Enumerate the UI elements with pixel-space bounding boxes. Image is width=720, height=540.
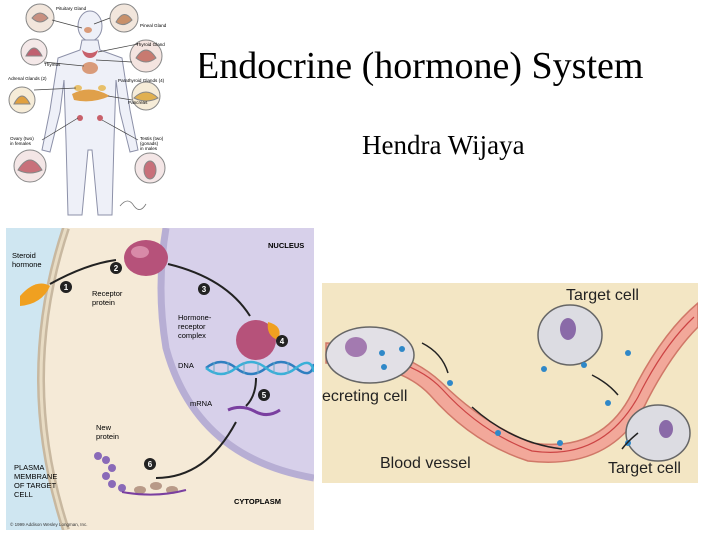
target-cell-top: [537, 304, 603, 366]
steroid-hormone-mechanism-figure: 1 2 3 4 5 6 Steroid hormone NUCLEUS Rece…: [6, 228, 314, 530]
label-pituitary: Pituitary Gland: [56, 6, 87, 11]
receptor-protein-shape: [124, 240, 168, 276]
label-plasma-2: MEMBRANE: [14, 472, 57, 481]
new-protein-chain: [94, 452, 126, 492]
step-5: 5: [262, 391, 267, 400]
label-adrenal: Adrenal Glands (2): [8, 76, 47, 81]
label-testis-sub: (gonads): [140, 141, 159, 146]
endocrine-anatomy-figure: Pituitary Gland Pineal Gland Thyroid Gla…: [0, 0, 200, 225]
step-1: 1: [64, 283, 69, 292]
label-plasma-3: OF TARGET: [14, 481, 57, 490]
label-plasma-4: CELL: [14, 490, 33, 499]
label-target-cell-top: Target cell: [566, 287, 639, 304]
slide-title: Endocrine (hormone) System: [196, 45, 644, 87]
label-mrna: mRNA: [190, 399, 212, 408]
label-ovary: Ovary (two): [10, 136, 34, 141]
label-parathyroid: Parathyroid Glands (4): [118, 78, 165, 83]
label-plasma-1: PLASMA: [14, 463, 44, 472]
target-cell-bottom: [625, 404, 691, 462]
step-3: 3: [202, 285, 207, 294]
step-6: 6: [148, 460, 153, 469]
mrna-strand: [227, 405, 281, 417]
label-target-cell-bottom: Target cell: [608, 460, 681, 477]
label-thymus: Thymus: [44, 62, 61, 67]
label-protein: protein: [92, 298, 115, 307]
label-dna: DNA: [178, 361, 194, 370]
label-complex-1: Hormone-: [178, 313, 212, 322]
label-pineal: Pineal Gland: [140, 23, 167, 28]
step-4: 4: [280, 337, 285, 346]
hormone-receptor-complex-shape: [236, 320, 276, 360]
label-cytoplasm: CYTOPLASM: [234, 497, 281, 506]
blood-vessel: [325, 302, 698, 463]
hormone-transport-figure: Target cell ecreting cell Blood vessel T…: [322, 283, 698, 483]
label-complex-3: complex: [178, 331, 206, 340]
label-new: New: [96, 423, 112, 432]
label-thyroid: Thyroid Gland: [136, 42, 165, 47]
human-body-outline: [41, 10, 139, 216]
label-testis: Testis (two): [140, 136, 164, 141]
inset-drawings: [8, 3, 166, 184]
label-new-protein: protein: [96, 432, 119, 441]
dna-helix: [205, 360, 314, 376]
label-steroid: Steroid: [12, 251, 36, 260]
label-blood-vessel: Blood vessel: [380, 455, 471, 472]
label-receptor: Receptor: [92, 289, 123, 298]
label-pancreas: Pancreas: [128, 100, 148, 105]
slide-subtitle: Hendra Wijaya: [362, 130, 525, 160]
copyright-notice: © 1999 Addison Wesley Longman, Inc.: [10, 521, 88, 527]
label-ovary-sub: in females: [10, 141, 32, 146]
step-2: 2: [114, 264, 119, 273]
secreting-cell: [325, 326, 415, 384]
label-nucleus: NUCLEUS: [268, 241, 304, 250]
label-testis-sub2: in males: [140, 146, 158, 151]
organs: [72, 27, 110, 121]
label-hormone: hormone: [12, 260, 42, 269]
steroid-hormone-shape: [20, 283, 50, 306]
label-secreting-cell: ecreting cell: [322, 388, 407, 405]
label-complex-2: receptor: [178, 322, 206, 331]
artist-signature: [119, 200, 147, 210]
